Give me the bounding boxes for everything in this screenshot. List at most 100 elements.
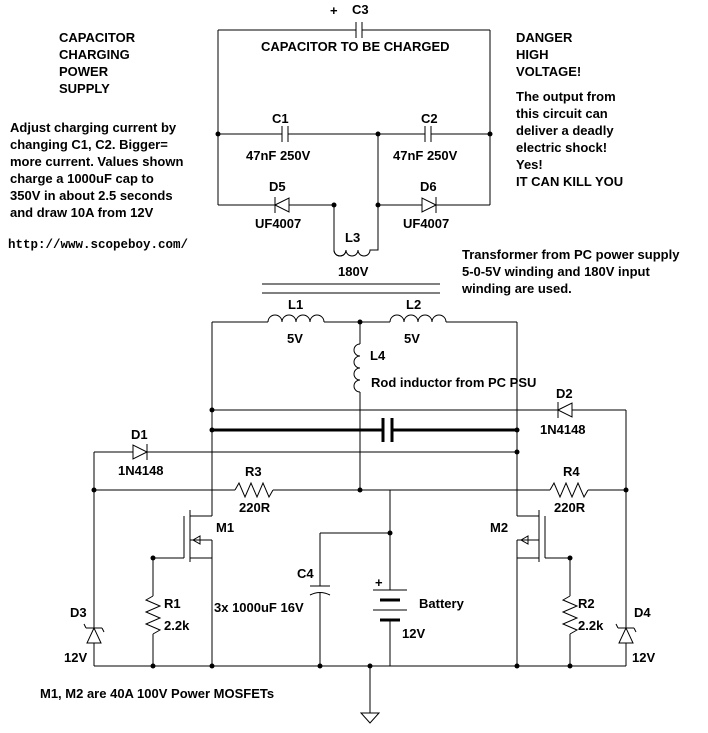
c4-ref: C4	[297, 566, 314, 581]
r3-ref: R3	[245, 464, 262, 479]
capacitor-c4: C4 3x 1000uF 16V	[214, 533, 331, 666]
transformer-note: Transformer from PC power supply 5-0-5V …	[461, 247, 680, 296]
r1-value: 2.2k	[164, 618, 190, 633]
junction	[567, 663, 573, 669]
title-line-3: POWER	[59, 64, 109, 79]
battery-value: 12V	[402, 626, 425, 641]
title-line-4: SUPPLY	[59, 81, 110, 96]
resistor-r3: R3 220R	[94, 464, 360, 515]
l2-ref: L2	[406, 297, 421, 312]
adjust-line-5: 350V in about 2.5 seconds	[10, 188, 173, 203]
d1-value: 1N4148	[118, 463, 164, 478]
title-block: CAPACITOR CHARGING POWER SUPPLY	[59, 30, 136, 96]
junction	[215, 131, 221, 137]
c2-value: 47nF 250V	[393, 148, 458, 163]
capacitor-c1: C1 47nF 250V	[218, 111, 378, 163]
danger-line-9: IT CAN KILL YOU	[516, 174, 623, 189]
title-line-1: CAPACITOR	[59, 30, 136, 45]
zener-d3: D3 12V	[64, 490, 105, 666]
danger-line-1: DANGER	[516, 30, 573, 45]
d6-value: UF4007	[403, 216, 449, 231]
r4-ref: R4	[563, 464, 580, 479]
danger-line-4: The output from	[516, 89, 616, 104]
d3-ref: D3	[70, 605, 87, 620]
battery: + Battery 12V	[373, 533, 465, 666]
battery-ref: Battery	[419, 596, 465, 611]
c3-polarity: +	[330, 3, 338, 18]
r2-value: 2.2k	[578, 618, 604, 633]
danger-warning: DANGER HIGH VOLTAGE! The output from thi…	[516, 30, 623, 189]
c2-ref: C2	[421, 111, 438, 126]
junction	[514, 449, 520, 455]
l2-value: 5V	[404, 331, 420, 346]
l3-ref: L3	[345, 230, 360, 245]
junction	[209, 427, 215, 433]
capacitor-c3: + C3 CAPACITOR TO BE CHARGED	[218, 2, 490, 54]
danger-line-8: Yes!	[516, 157, 543, 172]
adjust-line-2: changing C1, C2. Bigger=	[10, 137, 168, 152]
adjust-line-1: Adjust charging current by	[10, 120, 177, 135]
inductor-l2: L2 5V	[360, 297, 517, 346]
c3-ref: C3	[352, 2, 369, 17]
diode-d6: D6 UF4007	[378, 179, 490, 231]
d2-ref: D2	[556, 386, 573, 401]
zener-d4: D4 12V	[615, 490, 655, 666]
c4-value: 3x 1000uF 16V	[214, 600, 304, 615]
inductor-l4: L4 Rod inductor from PC PSU	[353, 322, 536, 490]
c1-ref: C1	[272, 111, 289, 126]
danger-line-3: VOLTAGE!	[516, 64, 581, 79]
l1-value: 5V	[287, 331, 303, 346]
inductor-l3: L3 180V	[333, 205, 379, 279]
website-url: http://www.scopeboy.com/	[8, 238, 188, 252]
d5-value: UF4007	[255, 216, 301, 231]
l4-ref: L4	[370, 348, 386, 363]
r1-ref: R1	[164, 596, 181, 611]
diode-d1: D1 1N4148	[93, 427, 517, 490]
transformer-line-1: Transformer from PC power supply	[462, 247, 680, 262]
d3-value: 12V	[64, 650, 87, 665]
junction	[209, 407, 215, 413]
junction	[514, 663, 520, 669]
resistor-r2: R2 2.2k	[561, 558, 604, 666]
danger-line-2: HIGH	[516, 47, 549, 62]
danger-line-6: deliver a deadly	[516, 123, 614, 138]
mosfet-m1: M1	[153, 510, 234, 666]
c1-value: 47nF 250V	[246, 148, 311, 163]
junction	[209, 663, 215, 669]
r3-value: 220R	[239, 500, 271, 515]
m2-ref: M2	[490, 520, 508, 535]
adjust-line-4: charge a 1000uF cap to	[10, 171, 154, 186]
transformer-line-2: 5-0-5V winding and 180V input	[462, 264, 650, 279]
battery-polarity: +	[375, 575, 383, 590]
danger-line-7: electric shock!	[516, 140, 607, 155]
junction	[317, 663, 323, 669]
d4-value: 12V	[632, 650, 655, 665]
junction	[487, 131, 493, 137]
resistor-r4: R4 220R	[360, 464, 626, 515]
l4-value: Rod inductor from PC PSU	[371, 375, 536, 390]
inductor-l1: L1 5V	[212, 297, 360, 346]
capacitor-c2: C2 47nF 250V	[378, 111, 490, 163]
c3-value: CAPACITOR TO BE CHARGED	[261, 39, 450, 54]
resistor-r1: R1 2.2k	[144, 558, 190, 666]
diode-d2: D2 1N4148	[212, 386, 627, 490]
d6-ref: D6	[420, 179, 437, 194]
adjust-line-3: more current. Values shown	[10, 154, 183, 169]
d2-value: 1N4148	[540, 422, 586, 437]
title-line-2: CHARGING	[59, 47, 130, 62]
adjust-note: Adjust charging current by changing C1, …	[10, 120, 183, 220]
r2-ref: R2	[578, 596, 595, 611]
d5-ref: D5	[269, 179, 286, 194]
mosfet-note: M1, M2 are 40A 100V Power MOSFETs	[40, 686, 274, 701]
d1-ref: D1	[131, 427, 148, 442]
danger-line-5: this circuit can	[516, 106, 608, 121]
l3-value: 180V	[338, 264, 369, 279]
junction	[514, 427, 520, 433]
diode-d5: D5 UF4007	[218, 179, 334, 231]
mosfet-m2: M2	[490, 510, 570, 666]
ground-symbol	[359, 666, 381, 724]
transformer-line-3: winding are used.	[461, 281, 572, 296]
adjust-line-6: and draw 10A from 12V	[10, 205, 154, 220]
l1-ref: L1	[288, 297, 303, 312]
